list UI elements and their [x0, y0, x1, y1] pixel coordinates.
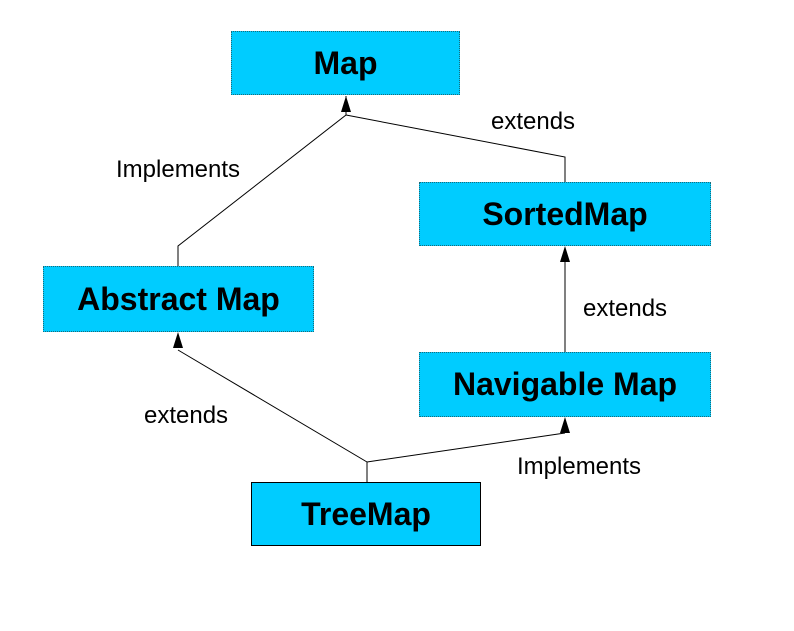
node-sortedmap: SortedMap	[419, 182, 711, 246]
edge-label-extends-treemap: extends	[144, 402, 229, 429]
arrowhead-to-sortedmap	[560, 246, 570, 262]
edge-treemap-to-navigablemap	[366, 432, 566, 463]
edge-label-implements-treemap: Implements	[517, 453, 642, 480]
edge-label-implements-abstractmap: Implements	[116, 156, 241, 183]
node-navigable-map: Navigable Map	[419, 352, 711, 417]
arrowhead-to-navigablemap	[560, 417, 570, 433]
node-treemap: TreeMap	[251, 482, 481, 546]
arrowhead-to-abstractmap	[173, 332, 183, 348]
edge-label-extends-navigablemap: extends	[583, 295, 668, 322]
node-map: Map	[231, 31, 460, 95]
edge-sortedmap-to-map	[345, 114, 566, 182]
arrowhead-to-map	[341, 96, 351, 112]
node-abstract-map: Abstract Map	[43, 266, 314, 332]
edge-label-extends-sortedmap: extends	[491, 108, 576, 135]
